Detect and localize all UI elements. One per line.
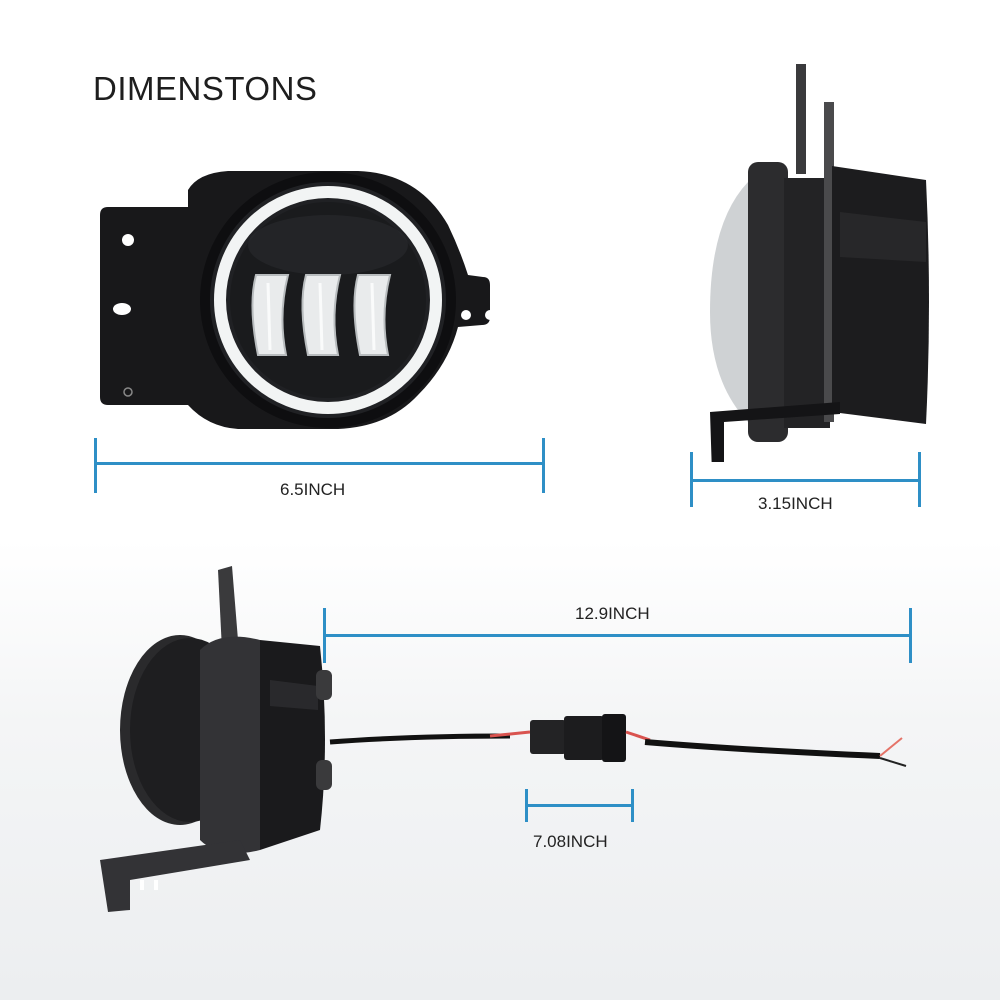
fog-light-rear-with-cable	[100, 566, 907, 912]
dimension-label-front-width: 6.5INCH	[280, 480, 346, 499]
fog-light-front-view	[100, 171, 501, 429]
page-title: DIMENSTONS	[93, 70, 318, 107]
fog-light-side-view	[710, 64, 929, 462]
dimension-label-cable-length: 12.9INCH	[575, 604, 650, 623]
dimension-label-connector-length: 7.08INCH	[533, 832, 608, 851]
dimension-label-side-depth: 3.15INCH	[758, 494, 833, 513]
